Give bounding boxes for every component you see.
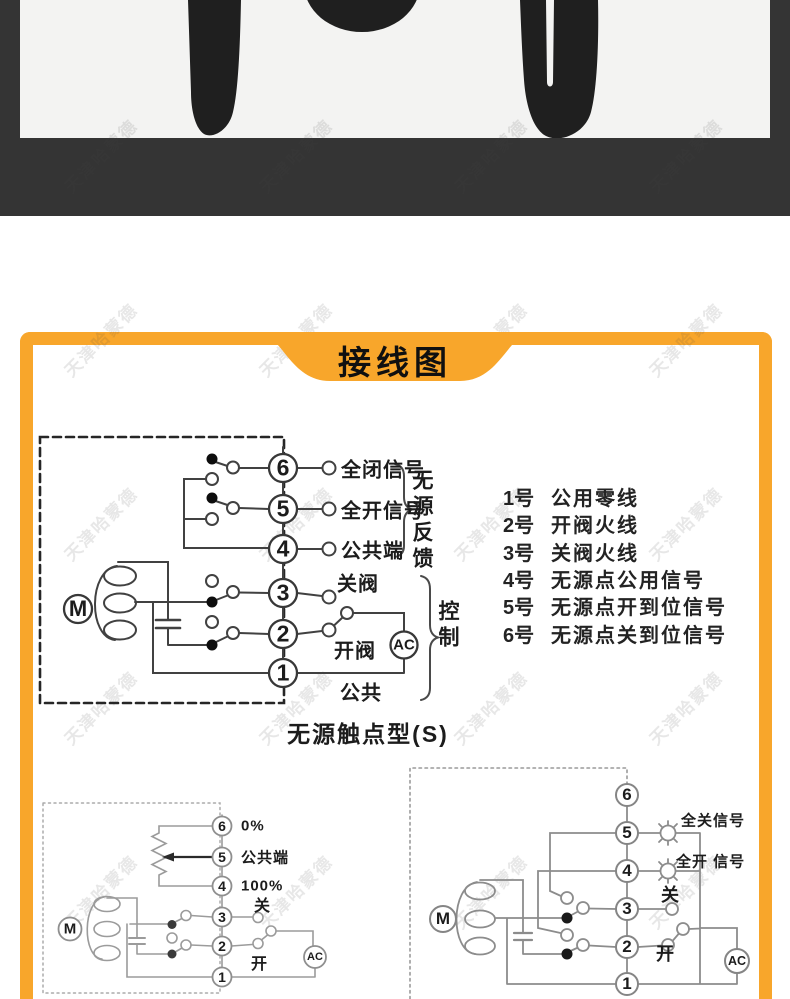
label-zero-percent: 0% <box>241 817 265 835</box>
legend-row: 5号无源点开到位信号 <box>503 592 727 619</box>
product-shape-actuator-bottom <box>188 0 599 138</box>
label-close-lamp: 关 <box>661 885 680 905</box>
ac-label-main: AC <box>393 636 415 654</box>
label-common-terminal: 公共端 <box>341 540 404 563</box>
terminal-lamp-3: 3 <box>622 899 632 918</box>
diagram-caption: 无源触点型(S) <box>287 721 449 747</box>
lamp-circuit <box>409 767 750 999</box>
legend-row: 4号无源点公用信号 <box>503 565 727 592</box>
label-full-open-lamp: 全开 信号 <box>676 853 746 871</box>
wiring-title-banner <box>258 332 532 381</box>
legend-num: 1号 <box>503 488 535 511</box>
legend-label: 关阀火线 <box>551 542 639 565</box>
ac-label-lamp: AC <box>727 954 747 968</box>
terminal-main-4: 4 <box>276 535 290 562</box>
label-full-close-signal: 全闭信号 <box>341 459 425 482</box>
label-close-res: 关 <box>254 898 272 915</box>
legend-row: 2号开阀火线 <box>503 510 727 537</box>
wiring-title: 接线图 <box>338 344 452 381</box>
photo-strip <box>0 0 790 216</box>
terminal-res-3: 3 <box>218 909 226 925</box>
terminal-res-2: 2 <box>218 938 226 954</box>
legend-row: 1号公用零线 <box>503 483 727 510</box>
legend-num: 4号 <box>503 570 535 593</box>
terminal-main-2: 2 <box>276 620 290 647</box>
terminal-res-6: 6 <box>218 818 226 834</box>
legend-label: 开阀火线 <box>551 515 639 538</box>
terminal-legend: 1号公用零线 2号开阀火线 3号关阀火线 4号无源点公用信号 5号无源点开到位信… <box>503 483 727 647</box>
terminal-lamp-5: 5 <box>622 823 632 842</box>
terminal-main-6: 6 <box>276 454 290 481</box>
terminal-lamp-4: 4 <box>622 861 632 880</box>
legend-row: 6号无源点关到位信号 <box>503 619 727 647</box>
label-control-group: 控制 <box>436 600 459 652</box>
resistor-circuit <box>42 802 327 994</box>
terminal-res-5: 5 <box>218 849 226 865</box>
legend-num: 5号 <box>503 597 535 620</box>
legend-num: 2号 <box>503 515 535 538</box>
label-common-terminal-res: 公共端 <box>241 849 290 867</box>
main-circuit <box>38 435 442 705</box>
terminal-lamp-2: 2 <box>622 937 632 956</box>
product-photo <box>20 0 770 138</box>
motor-label-main: M <box>68 596 88 621</box>
motor-label-res: M <box>63 920 77 938</box>
ac-label-res: AC <box>307 951 323 963</box>
terminal-main-3: 3 <box>276 579 290 606</box>
legend-row: 3号关阀火线 <box>503 538 727 565</box>
legend-label: 公用零线 <box>551 488 639 511</box>
label-passive-feedback-group: 无源反馈 <box>410 469 433 573</box>
label-close-valve: 关阀 <box>337 573 379 596</box>
terminal-main-1: 1 <box>276 659 290 686</box>
label-open-res: 开 <box>251 956 269 973</box>
terminal-lamp-1: 1 <box>622 974 632 993</box>
label-common: 公共 <box>340 682 382 705</box>
legend-label: 无源点开到位信号 <box>551 597 727 620</box>
label-hundred-percent: 100% <box>241 877 284 895</box>
terminal-main-5: 5 <box>276 495 290 522</box>
wiring-panel <box>20 332 772 999</box>
legend-label: 无源点关到位信号 <box>551 624 727 647</box>
motor-label-lamp: M <box>435 909 451 928</box>
terminal-res-4: 4 <box>218 878 226 894</box>
label-full-open-signal: 全开信号 <box>341 500 425 523</box>
terminal-res-1: 1 <box>218 969 226 985</box>
legend-label: 无源点公用信号 <box>551 570 705 593</box>
label-open-valve: 开阀 <box>334 640 376 663</box>
legend-num: 6号 <box>503 624 535 647</box>
label-open-lamp: 开 <box>656 944 675 964</box>
terminal-lamp-6: 6 <box>622 785 632 804</box>
label-full-close-lamp: 全关信号 <box>681 812 746 830</box>
legend-num: 3号 <box>503 542 535 565</box>
